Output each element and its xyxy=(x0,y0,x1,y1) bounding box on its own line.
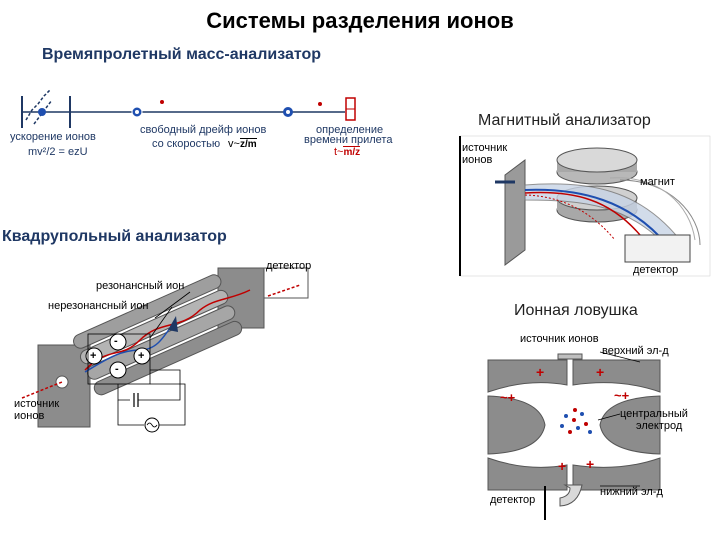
tof-time-label-2: времени прилета xyxy=(304,134,393,146)
quad-diagram xyxy=(21,267,309,433)
trap-central-electrode-left xyxy=(487,395,546,455)
quad-resonant-path xyxy=(84,289,251,371)
trap-source-label: источник ионов xyxy=(520,333,599,345)
magnetic-ion-beam-blue xyxy=(524,188,669,247)
trap-sign-central-right: ~+ xyxy=(614,388,630,403)
trap-sign-upper-right: + xyxy=(596,364,605,380)
tof-time-formula: t~m/z xyxy=(334,146,361,158)
magnetic-magnet-label: магнит xyxy=(640,176,675,188)
quad-detector-label: детектор xyxy=(266,260,312,272)
trap-central-electrode-right xyxy=(599,395,661,455)
trap-central-label-2: электрод xyxy=(636,420,683,432)
tof-ion xyxy=(160,100,164,104)
quad-sign-minus-top: - xyxy=(114,335,118,347)
tof-drift-formula: v~z/m xyxy=(228,138,257,150)
trap-sign-lower-left: + xyxy=(558,458,567,474)
tof-drift-label-2: со скоростью xyxy=(152,138,221,150)
tof-drift-label-1: свободный дрейф ионов xyxy=(140,124,267,136)
tof-diagram xyxy=(21,89,356,128)
quad-sign-plus-left: + xyxy=(90,350,97,362)
trap-sign-upper-left: + xyxy=(536,364,545,380)
quad-electrode-minus-top xyxy=(109,333,127,351)
tof-accel-formula: mv²/2 = ezU xyxy=(28,146,88,158)
quad-source-label-2: ионов xyxy=(14,410,45,422)
trap-source-nozzle xyxy=(557,353,583,360)
quad-sign-minus-bottom: - xyxy=(115,363,119,375)
page-title: Системы разделения ионов xyxy=(206,8,514,33)
trap-upper-label: верхний эл-д xyxy=(602,345,669,357)
magnetic-source-block xyxy=(504,159,526,266)
magnetic-heading: Магнитный анализатор xyxy=(478,112,651,129)
magnetic-source-label-1: источник xyxy=(462,142,508,154)
trap-sign-central-left: ~+ xyxy=(500,390,516,405)
quad-sign-plus-right: + xyxy=(138,350,145,362)
quad-source-label-1: источник xyxy=(14,398,60,410)
trap-ion-cloud xyxy=(560,408,592,434)
trap-detector-label: детектор xyxy=(490,494,536,506)
magnetic-ion-beam-red xyxy=(524,191,641,236)
quad-electrode-minus-bottom xyxy=(109,361,127,379)
trap-lower-electrode-right xyxy=(572,457,661,491)
trap-detector-tube xyxy=(559,484,583,507)
trap-diagram xyxy=(487,351,661,520)
trap-lower-electrode-left xyxy=(487,457,568,491)
trap-heading: Ионная ловушка xyxy=(514,302,638,319)
tof-ion xyxy=(38,108,46,116)
magnetic-detector xyxy=(624,234,691,263)
quad-electrode-plus-left xyxy=(85,347,103,365)
quad-nonresonant-label: нерезонансный ион xyxy=(48,300,149,312)
trap-sign-lower-right: + xyxy=(586,456,595,472)
tof-heading: Времяпролетный масс-анализатор xyxy=(42,46,322,63)
trap-lower-label: нижний эл-д xyxy=(600,486,663,498)
quad-source-beam xyxy=(21,381,63,399)
quad-resonant-label: резонансный ион xyxy=(96,280,185,292)
quad-heading: Квадрупольный анализатор xyxy=(2,228,227,245)
trap-central-label-1: центральный xyxy=(620,408,688,420)
magnetic-detector-label: детектор xyxy=(633,264,679,276)
trap-upper-electrode-right xyxy=(572,359,661,393)
tof-accel-label: ускорение ионов xyxy=(10,131,96,143)
magnetic-source-label-2: ионов xyxy=(462,154,493,166)
trap-upper-electrode-left xyxy=(487,359,568,393)
magnetic-diagram xyxy=(459,135,711,277)
tof-time-label-1: определение xyxy=(316,124,384,136)
